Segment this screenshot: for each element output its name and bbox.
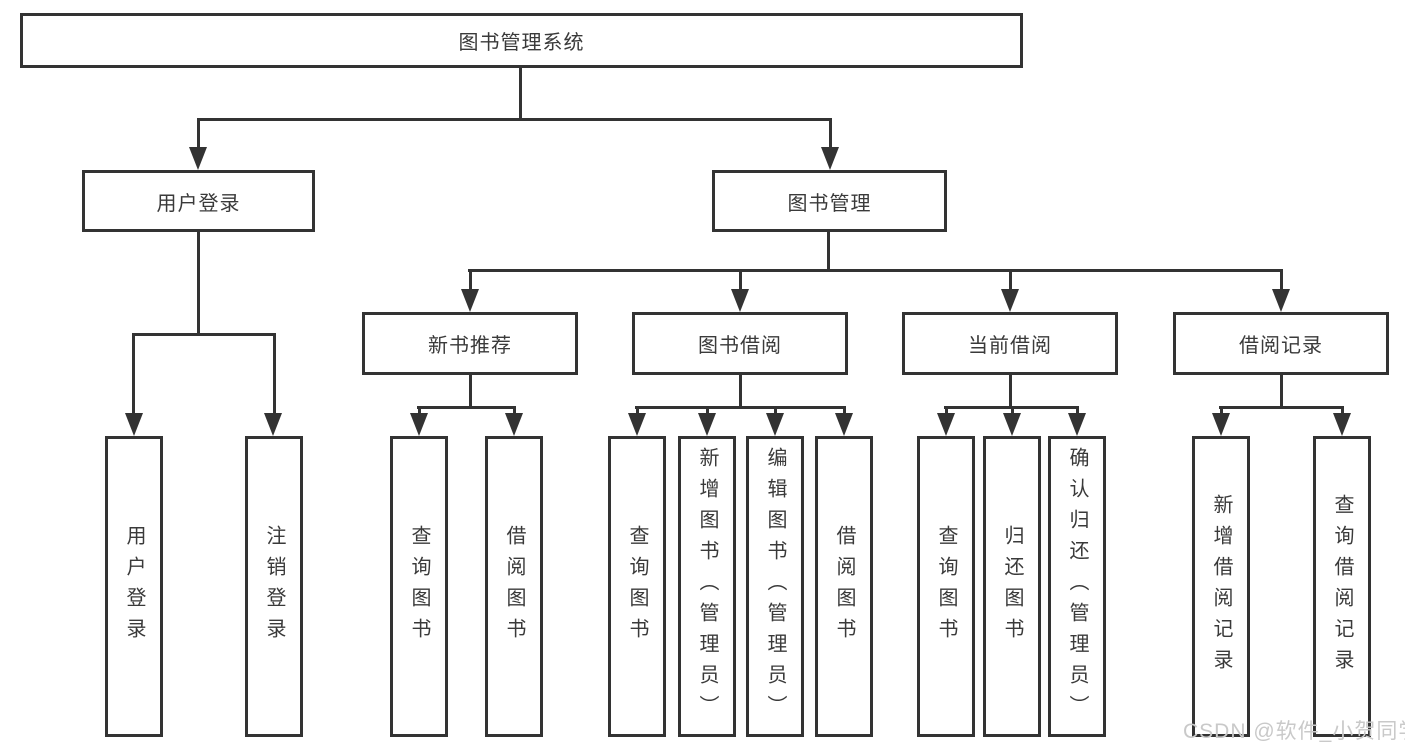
arrow-down-icon [505, 413, 523, 436]
leaf-query-books-current: 查询图书 [917, 436, 975, 737]
node-label: 查询借阅记录 [1331, 493, 1353, 680]
leaf-query-borrow-record: 查询借阅记录 [1313, 436, 1371, 737]
connector-line [636, 408, 639, 416]
connector-line [468, 269, 1283, 272]
leaf-borrow-books-recommend: 借阅图书 [485, 436, 543, 737]
node-label: 编辑图书（管理员） [764, 447, 786, 726]
connector-line [1076, 408, 1079, 416]
arrow-down-icon [410, 413, 428, 436]
connector-line [827, 232, 830, 272]
watermark: CSDN @软件_小贺同学 [1183, 720, 1405, 743]
connector-line [132, 333, 276, 336]
node-book-management: 图书管理 [712, 170, 947, 232]
arrow-down-icon [835, 413, 853, 436]
connector-line [944, 406, 1079, 409]
arrow-down-icon [1272, 289, 1290, 312]
node-label: 新书推荐 [428, 335, 512, 357]
connector-line [197, 232, 200, 336]
node-book-borrow: 图书借阅 [632, 312, 848, 375]
connector-line [1009, 375, 1012, 408]
connector-line [273, 335, 276, 415]
arrow-down-icon [731, 289, 749, 312]
node-borrow-records: 借阅记录 [1173, 312, 1389, 375]
connector-line [739, 375, 742, 408]
node-label: 查询图书 [935, 524, 957, 649]
node-label: 用户登录 [156, 192, 241, 215]
arrow-down-icon [189, 147, 207, 170]
node-label: 查询图书 [626, 524, 648, 649]
node-label: 新增借阅记录 [1210, 493, 1232, 680]
connector-line [739, 271, 742, 291]
node-label: 归还图书 [1001, 524, 1023, 649]
connector-line [635, 406, 846, 409]
connector-line [1341, 408, 1344, 416]
leaf-user-login: 用户登录 [105, 436, 163, 737]
leaf-return-book: 归还图书 [983, 436, 1041, 737]
connector-line [1280, 375, 1283, 408]
connector-line [1280, 271, 1283, 291]
node-current-borrow: 当前借阅 [902, 312, 1118, 375]
leaf-borrow-books: 借阅图书 [815, 436, 873, 737]
node-label: 图书管理 [787, 192, 872, 215]
leaf-add-borrow-record: 新增借阅记录 [1192, 436, 1250, 737]
connector-line [843, 408, 846, 416]
connector-line [417, 406, 516, 409]
node-label: 用户登录 [123, 524, 145, 649]
node-label: 图书管理系统 [458, 32, 585, 54]
connector-line [774, 408, 777, 416]
connector-line [706, 408, 709, 416]
leaf-query-books-borrow: 查询图书 [608, 436, 666, 737]
arrow-down-icon [1333, 413, 1351, 436]
leaf-logout-login: 注销登录 [245, 436, 303, 737]
connector-line [829, 118, 832, 150]
leaf-query-books-recommend: 查询图书 [390, 436, 448, 737]
connector-line [945, 408, 948, 416]
node-label: 查询图书 [408, 524, 430, 649]
node-new-book-recommend: 新书推荐 [362, 312, 578, 375]
arrow-down-icon [1003, 413, 1021, 436]
node-label: 借阅图书 [503, 524, 525, 649]
connector-line [132, 335, 135, 415]
arrow-down-icon [125, 413, 143, 436]
node-label: 图书借阅 [698, 335, 782, 357]
node-library-system: 图书管理系统 [20, 13, 1023, 68]
arrow-down-icon [937, 413, 955, 436]
arrow-down-icon [461, 289, 479, 312]
node-label: 注销登录 [263, 524, 285, 649]
node-label: 确认归还（管理员） [1066, 447, 1088, 726]
connector-line [197, 118, 832, 121]
node-label: 借阅记录 [1239, 335, 1323, 357]
connector-line [1009, 271, 1012, 291]
node-label: 当前借阅 [968, 335, 1052, 357]
connector-line [1220, 408, 1223, 416]
arrow-down-icon [1001, 289, 1019, 312]
node-user-login: 用户登录 [82, 170, 315, 232]
connector-line [418, 408, 421, 416]
node-label: 新增图书（管理员） [696, 447, 718, 726]
node-label: 借阅图书 [833, 524, 855, 649]
arrow-down-icon [628, 413, 646, 436]
connector-line [469, 271, 472, 291]
arrow-down-icon [766, 413, 784, 436]
arrow-down-icon [1068, 413, 1086, 436]
arrow-down-icon [1212, 413, 1230, 436]
connector-line [513, 408, 516, 416]
leaf-confirm-return-admin: 确认归还（管理员） [1048, 436, 1106, 737]
connector-line [197, 118, 200, 150]
connector-line [1011, 408, 1014, 416]
arrow-down-icon [821, 147, 839, 170]
leaf-edit-book-admin: 编辑图书（管理员） [746, 436, 804, 737]
connector-line [1219, 406, 1344, 409]
leaf-add-book-admin: 新增图书（管理员） [678, 436, 736, 737]
connector-line [519, 68, 522, 120]
arrow-down-icon [698, 413, 716, 436]
arrow-down-icon [264, 413, 282, 436]
connector-line [469, 375, 472, 408]
